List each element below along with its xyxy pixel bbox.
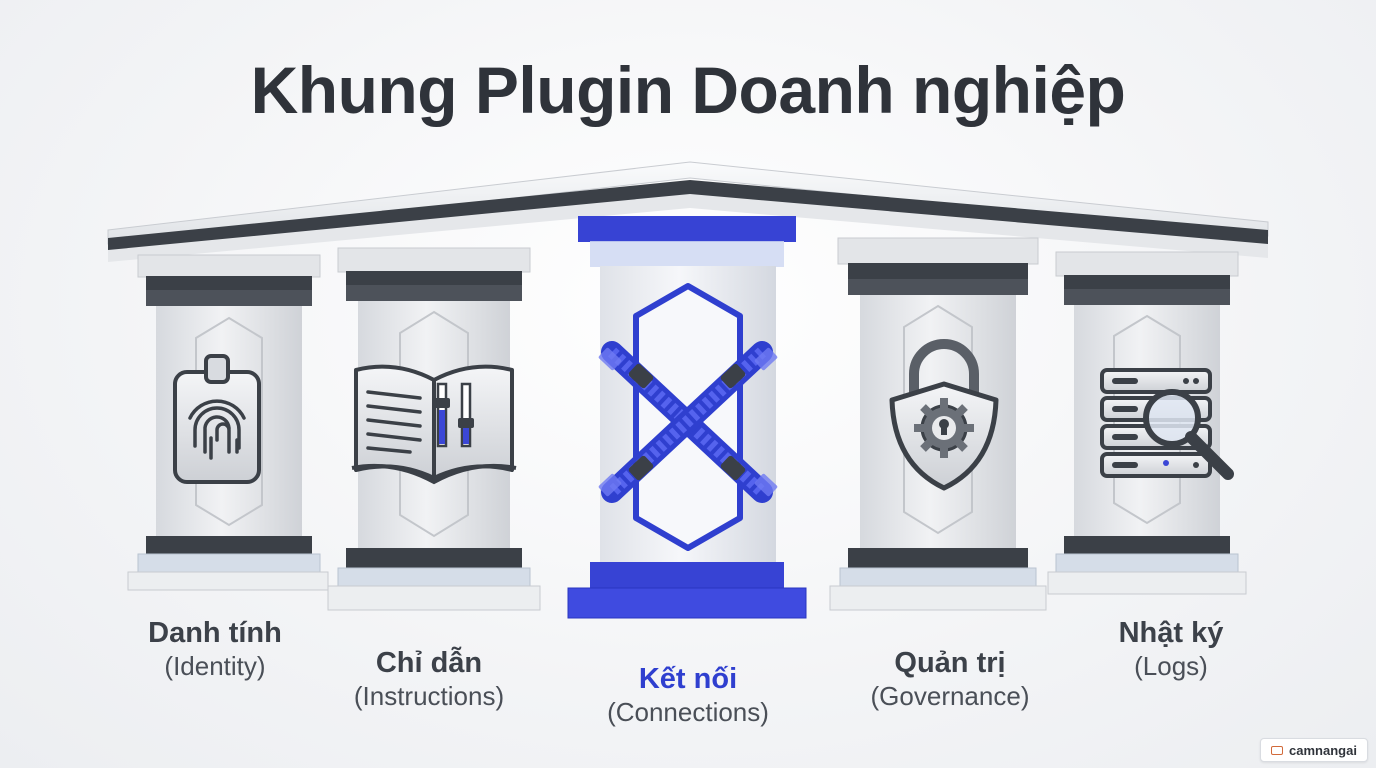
watermark-badge: camnangai <box>1260 738 1368 762</box>
watermark-text: camnangai <box>1289 742 1357 758</box>
pillar-label-connections: Kết nối (Connections) <box>607 663 769 727</box>
crossed-cables-icon <box>598 341 778 503</box>
server-magnifier-icon <box>1100 368 1234 480</box>
pillar-label-logs: Nhật ký (Logs) <box>1118 617 1224 681</box>
pillar-label-governance: Quản trị (Governance) <box>870 647 1030 711</box>
pillar-label-identity: Danh tính (Identity) <box>148 617 282 681</box>
roof-slab <box>107 161 1269 262</box>
pillar-instructions <box>327 247 541 611</box>
pillar-logs <box>1047 251 1247 595</box>
pillar-label-instructions: Chỉ dẫn (Instructions) <box>353 647 505 711</box>
box-icon <box>1271 745 1284 755</box>
pillar-governance <box>829 237 1047 611</box>
book-sliders-icon <box>351 364 517 485</box>
padlock-shield-gear-icon <box>889 339 999 491</box>
fingerprint-badge-icon <box>173 354 261 484</box>
page-title: Khung Plugin Doanh nghiệp <box>250 53 1126 127</box>
pillar-identity <box>127 254 329 591</box>
pillar-connections <box>567 216 807 619</box>
